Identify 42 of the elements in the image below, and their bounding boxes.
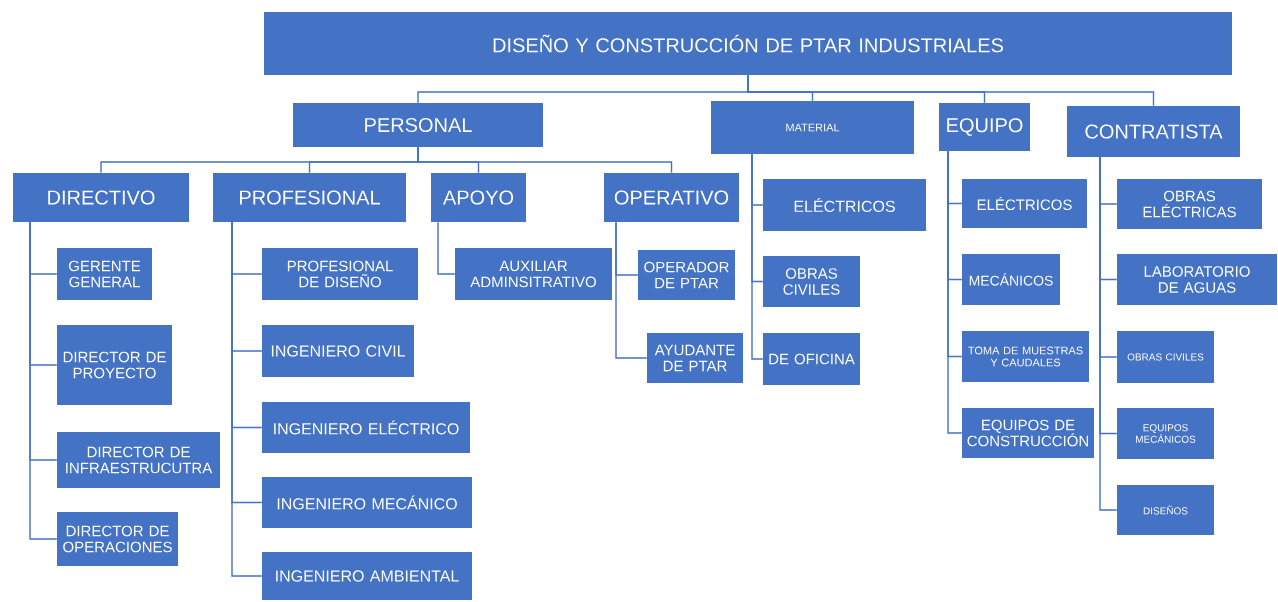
org-box: DISEÑO Y CONSTRUCCIÓN DE PTAR INDUSTRIALES bbox=[264, 12, 1232, 75]
connector-line bbox=[615, 221, 648, 359]
org-box: APOYO bbox=[431, 173, 526, 222]
org-box: MATERIAL bbox=[711, 101, 914, 154]
connector-line bbox=[1099, 156, 1118, 511]
org-box: INGENIERO AMBIENTAL bbox=[262, 552, 472, 600]
org-box: AYUDANTE DE PTAR bbox=[647, 333, 743, 383]
org-box: INGENIERO ELÉCTRICO bbox=[262, 402, 470, 453]
org-box: OBRAS ELÉCTRICAS bbox=[1117, 179, 1262, 229]
connector-line bbox=[947, 150, 963, 434]
org-box: TOMA DE MUESTRAS Y CAUDALES bbox=[962, 331, 1089, 382]
org-box: AUXILIAR ADMINSITRATIVO bbox=[455, 248, 612, 300]
org-box: GERENTE GENERAL bbox=[57, 248, 152, 300]
org-box: OPERADOR DE PTAR bbox=[638, 250, 735, 300]
org-box: INGENIERO CIVIL bbox=[262, 325, 414, 377]
org-box: DISEÑOS bbox=[1117, 485, 1214, 535]
org-box: OBRAS CIVILES bbox=[763, 256, 860, 307]
org-box: DIRECTOR DE OPERACIONES bbox=[57, 512, 178, 566]
org-box: LABORATORIO DE AGUAS bbox=[1117, 254, 1277, 305]
connector-line bbox=[437, 221, 456, 275]
org-box: PROFESIONAL bbox=[213, 173, 406, 222]
org-box: MECÁNICOS bbox=[962, 254, 1060, 305]
org-box: CONTRATISTA bbox=[1067, 106, 1240, 157]
org-box: PROFESIONAL DE DISEÑO bbox=[262, 248, 418, 300]
connector-line bbox=[747, 74, 1155, 107]
org-box: ELÉCTRICOS bbox=[962, 179, 1087, 228]
org-box: EQUIPOS DE CONSTRUCCIÓN bbox=[962, 408, 1094, 458]
org-box: INGENIERO MECÁNICO bbox=[262, 477, 472, 528]
org-box: PERSONAL bbox=[293, 103, 543, 147]
org-box: OBRAS CIVILES bbox=[1117, 331, 1214, 383]
org-box: DIRECTOR DE PROYECTO bbox=[57, 325, 172, 405]
org-box: EQUIPOS MECÁNICOS bbox=[1117, 408, 1214, 459]
connector-line bbox=[751, 153, 764, 360]
connector-line bbox=[231, 221, 263, 577]
org-box: ELÉCTRICOS bbox=[763, 179, 926, 231]
org-box: EQUIPO bbox=[939, 103, 1030, 151]
connector-line bbox=[29, 221, 58, 540]
org-box: DIRECTOR DE INFRAESTRUCUTRA bbox=[57, 432, 220, 488]
org-box: DE OFICINA bbox=[763, 333, 860, 385]
org-box: OPERATIVO bbox=[604, 173, 739, 222]
connector-line bbox=[417, 146, 673, 174]
org-box: DIRECTIVO bbox=[13, 173, 189, 222]
